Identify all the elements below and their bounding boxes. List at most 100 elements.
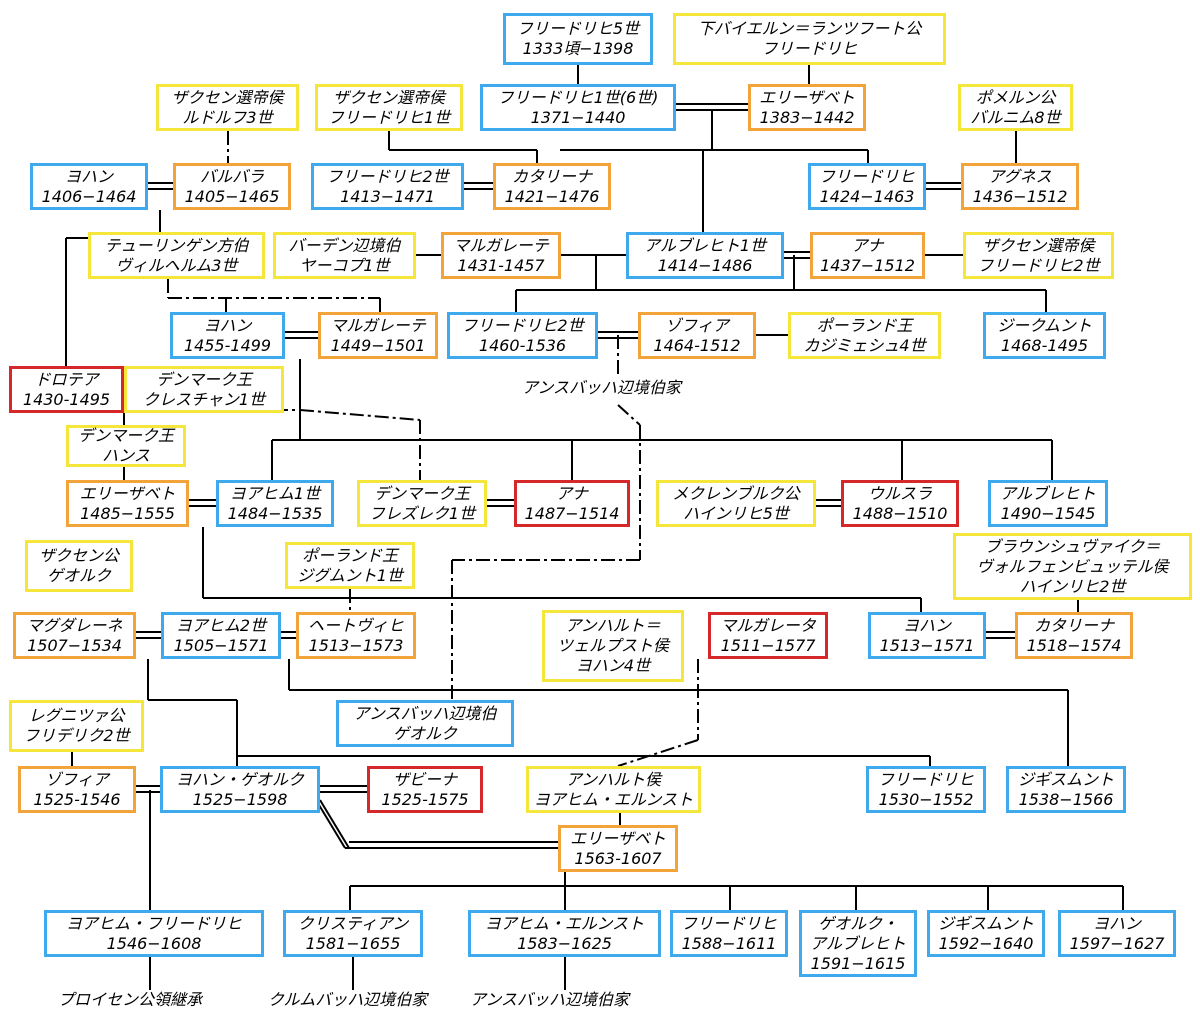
person-label: ザクセン選帝侯 [332, 87, 445, 107]
descent-line-dashed [617, 404, 641, 426]
person-frederik1: デンマーク王フレズレク1世 [357, 480, 487, 527]
person-label: アルブレヒト1世 [643, 235, 767, 255]
marriage-link [189, 499, 216, 507]
person-label: アナ [851, 235, 884, 255]
person-label: アンスバッハ辺境伯 [353, 703, 497, 723]
person-dates: カジミェシュ4世 [803, 335, 926, 355]
person-label: ザクセン選帝侯 [171, 87, 284, 107]
person-label: ヨアヒム1世 [229, 483, 321, 503]
person-label: フリードリヒ2世 [461, 315, 584, 335]
person-label: ゲオルク [46, 566, 111, 585]
branch-note: プロイセン公領継承 [58, 990, 203, 1009]
person-label: ゲオルク・ [818, 913, 898, 933]
person-dates: 1436−1512 [972, 186, 1068, 206]
person-label: 下バイエルン＝ランツフート公 [697, 19, 922, 38]
marriage-link [816, 499, 841, 507]
person-dates: 1592−1640 [938, 933, 1034, 953]
person-label: クリスティアン [297, 913, 409, 933]
person-label: ザクセン公 [38, 546, 119, 565]
person-dates: 1563-1607 [574, 848, 662, 868]
person-dates: 1455-1499 [183, 335, 272, 355]
person-label: ヨアヒム・フリードリヒ [65, 913, 242, 933]
descent-line [315, 799, 346, 849]
person-braunschweig: ブラウンシュヴァイク＝ヴォルフェンビュッテル侯ハインリヒ2世 [953, 533, 1192, 600]
person-dates: ハインリヒ5世 [683, 503, 789, 523]
person-dates: 1525-1546 [33, 789, 121, 809]
marriage-link [320, 785, 367, 793]
person-label: ジギスムント [937, 913, 1034, 933]
person-label: ヘートヴィヒ [307, 615, 404, 635]
marriage-link [285, 331, 318, 339]
person-dates: 1464-1512 [653, 335, 741, 355]
marriage-link [676, 103, 748, 111]
person-dates: ジグムント1世 [297, 565, 403, 585]
person-label: デンマーク王 [373, 483, 470, 503]
person-label: マルガレーテ [330, 315, 426, 335]
person-dates: 1421−1476 [504, 186, 600, 206]
person-label: マルガレータ [720, 615, 816, 635]
person-label: アルブレヒト [810, 933, 906, 953]
marriage-link [148, 182, 173, 190]
person-label: フリードリヒ [877, 769, 974, 789]
person-dates: 1513−1571 [879, 635, 975, 655]
person-label: フリードリヒ5世 [516, 19, 640, 38]
person-label: ヨアヒム・エルンスト [484, 913, 645, 933]
person-label: デンマーク王 [77, 426, 174, 445]
person-label: アナ [556, 483, 588, 503]
person-dates: 1468-1495 [1000, 335, 1089, 355]
person-label: ドロテア [34, 369, 99, 389]
person-dates: 1460-1536 [478, 335, 567, 355]
person-label: ポメルン公 [975, 87, 1056, 107]
marriage-link [784, 251, 810, 259]
person-label: テューリンゲン方伯 [104, 235, 249, 255]
person-dates: 1505−1571 [173, 635, 269, 655]
person-label: カタリーナ [1033, 615, 1114, 635]
person-label: ヨハン [203, 315, 252, 335]
person-dates: ヴィルヘルム3世 [115, 255, 238, 275]
person-label: レグニツァ公 [28, 706, 125, 725]
person-dates: バルニム8世 [970, 107, 1061, 127]
person-label: アンハルト＝ [565, 616, 661, 635]
person-label: ゾフィア [665, 315, 729, 335]
person-polen-s1: ポーランド王ジグムント1世 [285, 542, 415, 589]
branch-note: アンスバッハ辺境伯家 [522, 378, 682, 397]
person-dates: 1371−1440 [530, 107, 626, 127]
person-label: ヨハン [64, 166, 113, 186]
person-dates: 1488−1510 [852, 503, 948, 523]
person-dates: 1413−1471 [340, 186, 435, 206]
person-baden: バーデン辺境伯ヤーコプ1世 [273, 232, 416, 279]
person-dates: 1511−1577 [720, 635, 816, 655]
person-dates: 1487−1514 [524, 503, 620, 523]
person-dates: 1525−1598 [192, 789, 288, 809]
marriage-link [464, 182, 493, 190]
descent-line-dashed [299, 409, 421, 421]
person-label: アンハルト侯 [565, 769, 662, 789]
person-sachsen-georg: ザクセン公ゲオルク [25, 540, 133, 592]
person-dates: フリードリヒ1世 [327, 107, 451, 127]
person-liegnitz: レグニツァ公フリデリク2世 [9, 700, 144, 752]
branch-note: アンスバッハ辺境伯家 [470, 990, 630, 1009]
person-label: ジークムント [997, 315, 1092, 335]
person-label: エリーザベト [759, 87, 855, 107]
marriage-link [136, 631, 161, 639]
person-dates: 1414−1486 [657, 255, 753, 275]
person-label: ハンス [102, 446, 150, 465]
branch-note: クルムバッハ辺境伯家 [268, 990, 428, 1009]
descent-line-dashed [617, 739, 699, 767]
